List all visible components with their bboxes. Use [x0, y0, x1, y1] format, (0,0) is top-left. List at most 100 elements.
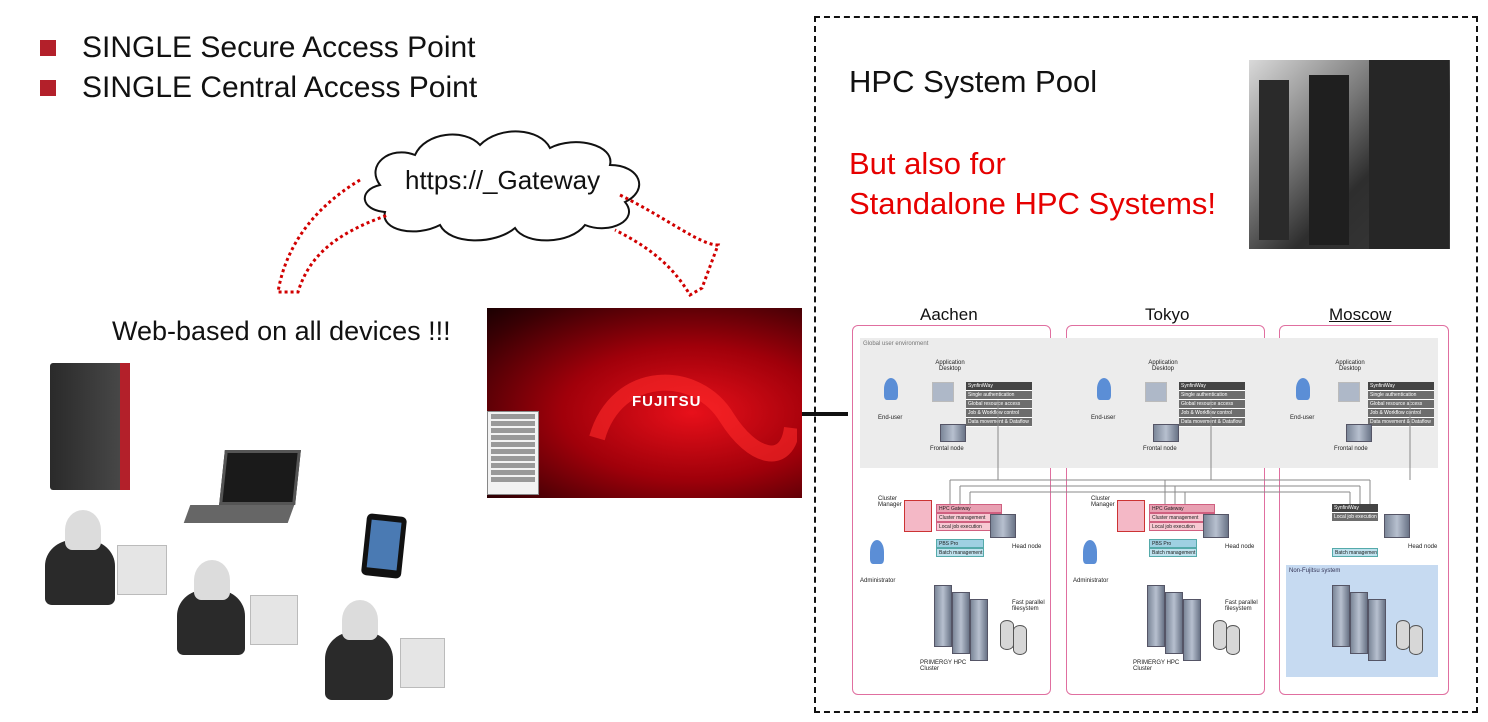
frontal-node-label: Frontal node: [930, 446, 964, 452]
app-desktop-label: Application Desktop: [1148, 360, 1178, 372]
start-menu: [487, 411, 539, 495]
laptop-base: [183, 505, 295, 523]
hpc-pool-box: [814, 16, 1478, 713]
table-row: SynfiniWay: [1368, 382, 1434, 391]
synfiniway-local-table: SynfiniWay Local job execution: [1332, 504, 1378, 522]
synfiniway-table: SynfiniWay Single authentication Global …: [966, 382, 1032, 427]
bullet-square-icon: [40, 40, 56, 56]
pool-note-line: But also for: [849, 146, 1006, 181]
table-row: Batch management: [1332, 548, 1378, 557]
end-user-icon: [1296, 378, 1310, 400]
pbs-table: PBS Pro Batch management: [936, 539, 984, 557]
bullet-item: SINGLE Secure Access Point: [40, 28, 477, 68]
app-desktop-label: Application Desktop: [935, 360, 965, 372]
end-user-icon: [884, 378, 898, 400]
cloud-shape: [363, 130, 641, 242]
storage-disk-icon: [1396, 620, 1410, 650]
head-node-label: Head node: [1012, 544, 1042, 550]
region-aachen: [852, 325, 1051, 695]
connector-line: [802, 412, 848, 416]
table-row: Batch management: [936, 548, 984, 557]
storage-disk-icon: [1409, 625, 1423, 655]
head-node-icon: [1384, 514, 1410, 538]
cloud-label: https://_Gateway: [405, 165, 601, 195]
server-room-photo: [1249, 60, 1450, 249]
table-row: HPC Gateway: [1149, 504, 1215, 513]
non-fujitsu-label: Non-Fujitsu system: [1289, 568, 1341, 574]
table-row: Data movement & Dataflow: [1368, 418, 1434, 427]
hpc-gateway-table: HPC Gateway Cluster management Local job…: [936, 504, 1002, 531]
cluster-rack-icon: [1368, 599, 1386, 661]
table-row: Job & Workflow control: [966, 409, 1032, 418]
cluster-rack-icon: [1350, 592, 1368, 654]
head-node-icon: [990, 514, 1016, 538]
desktop-pc-image: [50, 363, 130, 490]
hpc-gateway-table: HPC Gateway Cluster management Local job…: [1149, 504, 1215, 531]
cluster-rack-icon: [1183, 599, 1201, 661]
table-row: Single authentication: [1179, 391, 1245, 400]
frontal-node-label: Frontal node: [1143, 446, 1177, 452]
global-user-environment-band: [860, 338, 1438, 468]
head-node-icon: [1203, 514, 1229, 538]
city-label-tokyo: Tokyo: [1145, 305, 1190, 324]
cluster-rack-icon: [1332, 585, 1350, 647]
synfiniway-table: SynfiniWay Single authentication Global …: [1368, 382, 1434, 427]
cluster-manager-icon: [1117, 500, 1145, 532]
administrator-icon: [870, 540, 884, 564]
table-row: Local job execution: [1332, 513, 1378, 522]
user-at-computer-image: [320, 600, 450, 705]
primergy-label: PRIMERGY HPC Cluster: [1133, 660, 1180, 672]
table-row: SynfiniWay: [1179, 382, 1245, 391]
pool-title: HPC System Pool: [849, 64, 1098, 99]
storage-disk-icon: [1226, 625, 1240, 655]
cluster-rack-icon: [1165, 592, 1183, 654]
storage-disk-icon: [1000, 620, 1014, 650]
pool-note: But also for Standalone HPC Systems!: [849, 144, 1216, 224]
end-user-label: End-user: [1091, 415, 1116, 421]
table-row: PBS Pro: [1149, 539, 1197, 548]
laptop-image: [219, 450, 301, 505]
arrow-left-dotted: [276, 178, 389, 294]
storage-disk-icon: [1213, 620, 1227, 650]
frontal-node-icon: [1153, 424, 1179, 442]
administrator-icon: [1083, 540, 1097, 564]
gateway-desktop-screenshot: FUJITSU: [487, 308, 802, 498]
table-row: Global resource access: [1368, 400, 1434, 409]
region-moscow: [1279, 325, 1449, 695]
app-desktop-icon: [1338, 382, 1360, 402]
app-desktop-icon: [1145, 382, 1167, 402]
region-tokyo: [1066, 325, 1265, 695]
app-desktop-icon: [932, 382, 954, 402]
cluster-rack-icon: [934, 585, 952, 647]
bullet-square-icon: [40, 80, 56, 96]
fujitsu-infinity-swoosh: [589, 374, 797, 462]
city-label-aachen: Aachen: [920, 305, 978, 324]
administrator-label: Administrator: [860, 578, 896, 584]
app-desktop-label: Application Desktop: [1335, 360, 1365, 372]
frontal-node-label: Frontal node: [1334, 446, 1368, 452]
cluster-rack-icon: [970, 599, 988, 661]
filesystem-label: Fast parallel filesystem: [1225, 600, 1258, 612]
bullet-item: SINGLE Central Access Point: [40, 68, 477, 108]
cluster-rack-icon: [952, 592, 970, 654]
batch-table: Batch management: [1332, 548, 1378, 557]
end-user-label: End-user: [878, 415, 903, 421]
user-at-computer-image: [172, 560, 302, 660]
devices-caption: Web-based on all devices !!!: [112, 316, 451, 346]
bullet-list: SINGLE Secure Access Point SINGLE Centra…: [40, 28, 477, 108]
head-node-label: Head node: [1408, 544, 1438, 550]
storage-disk-icon: [1013, 625, 1027, 655]
frontal-node-icon: [1346, 424, 1372, 442]
cluster-manager-label: Cluster Manager: [1091, 496, 1115, 508]
head-node-label: Head node: [1225, 544, 1255, 550]
arrow-right-dotted: [614, 193, 721, 298]
end-user-label: End-user: [1290, 415, 1315, 421]
table-row: Global resource access: [1179, 400, 1245, 409]
table-row: SynfiniWay: [1332, 504, 1378, 513]
pbs-table: PBS Pro Batch management: [1149, 539, 1197, 557]
table-row: HPC Gateway: [936, 504, 1002, 513]
user-at-computer-image: [35, 510, 175, 610]
cluster-manager-label: Cluster Manager: [878, 496, 902, 508]
cluster-manager-icon: [904, 500, 932, 532]
cloud-diagram: [276, 130, 721, 298]
